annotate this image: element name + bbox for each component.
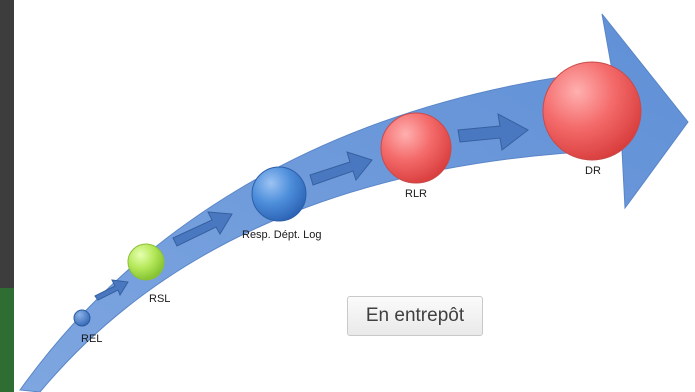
node-rel-circle xyxy=(73,309,91,327)
node-dr-label: DR xyxy=(585,165,601,177)
node-resp-dept-log-circle xyxy=(251,166,307,222)
step-arrow-2 xyxy=(172,211,233,247)
step-arrow-3 xyxy=(309,151,373,186)
node-rlr-label: RLR xyxy=(405,188,428,200)
node-dr-circle xyxy=(542,61,642,161)
node-rsl-circle xyxy=(127,243,165,281)
node-resp-dept-log-label: Resp. Dépt. Log xyxy=(242,229,322,241)
node-rlr-circle xyxy=(380,112,452,184)
location-badge: En entrepôt xyxy=(347,296,483,336)
node-rsl-label: RSL xyxy=(149,293,171,305)
node-rel-label: REL xyxy=(81,333,103,345)
left-edge-dark-strip xyxy=(0,0,14,288)
left-edge-green-strip xyxy=(0,288,14,392)
step-arrow-1 xyxy=(94,279,129,301)
step-arrow-4 xyxy=(457,113,529,151)
